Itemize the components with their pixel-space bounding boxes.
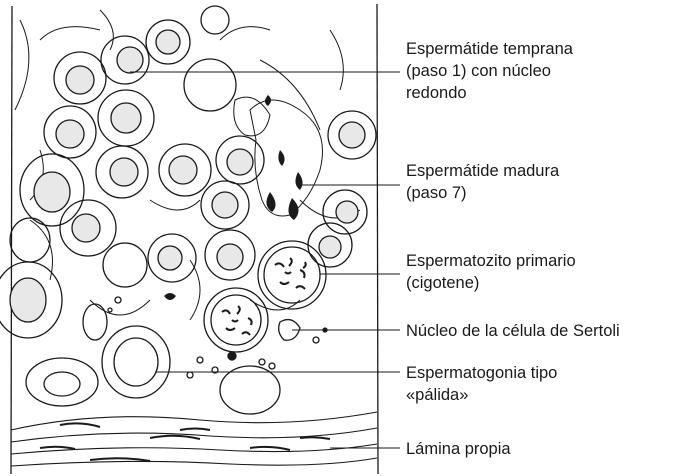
- spermatogonium-nucleus: [44, 372, 80, 396]
- primary-spermatocyte-nucleus: [264, 247, 320, 303]
- chromatin: [222, 306, 252, 335]
- label-line: «pálida»: [406, 384, 557, 406]
- label-line: (paso 7): [406, 182, 559, 204]
- cell-nucleus: [10, 278, 46, 322]
- label-early-spermatid: Espermátide temprana (paso 1) con núcleo…: [406, 38, 573, 104]
- cell: [10, 218, 50, 262]
- spermatid-cytoplasm: [234, 97, 270, 136]
- label-mature-spermatid: Espermátide madura (paso 7): [406, 160, 559, 204]
- lamina-propia-fibres: [11, 412, 377, 466]
- cell-nucleus: [34, 172, 70, 212]
- early-spermatids: [44, 6, 376, 287]
- spermatogonium: [26, 358, 98, 406]
- primary-spermatocyte: [258, 241, 326, 309]
- primary-spermatocyte: [204, 288, 268, 352]
- label-pale-spermatogonium: Espermatogonia tipo «pálida»: [406, 362, 557, 406]
- pale-spermatogonium: [102, 326, 170, 398]
- sertoli-nucleolus: [164, 293, 176, 300]
- label-line: (cigotene): [406, 272, 576, 294]
- pale-spermatogonium-nucleus: [114, 338, 158, 386]
- tissue-illustration: [0, 4, 378, 474]
- label-line: Núcleo de la célula de Sertoli: [406, 320, 620, 342]
- label-line: redondo: [406, 82, 573, 104]
- label-line: Espermatozito primario: [406, 250, 576, 272]
- label-sertoli-nucleus: Núcleo de la célula de Sertoli: [406, 320, 620, 342]
- label-line: Espermátide madura: [406, 160, 559, 182]
- chromatin: [275, 258, 306, 289]
- label-lamina-propia: Lámina propia: [406, 438, 511, 460]
- cell: [83, 304, 107, 340]
- spermatogonium: [220, 366, 280, 414]
- label-line: Espermátide temprana: [406, 38, 573, 60]
- label-primary-spermatocyte: Espermatozito primario (cigotene): [406, 250, 576, 294]
- mature-spermatids: [265, 95, 303, 220]
- label-line: (paso 1) con núcleo: [406, 60, 573, 82]
- label-line: Lámina propia: [406, 438, 511, 460]
- spermatid-cytoplasm: [250, 100, 323, 216]
- frame-right-edge: [377, 4, 378, 474]
- label-line: Espermatogonia tipo: [406, 362, 557, 384]
- primary-spermatocyte-nucleus: [211, 295, 261, 345]
- frame-left-edge: [11, 6, 12, 474]
